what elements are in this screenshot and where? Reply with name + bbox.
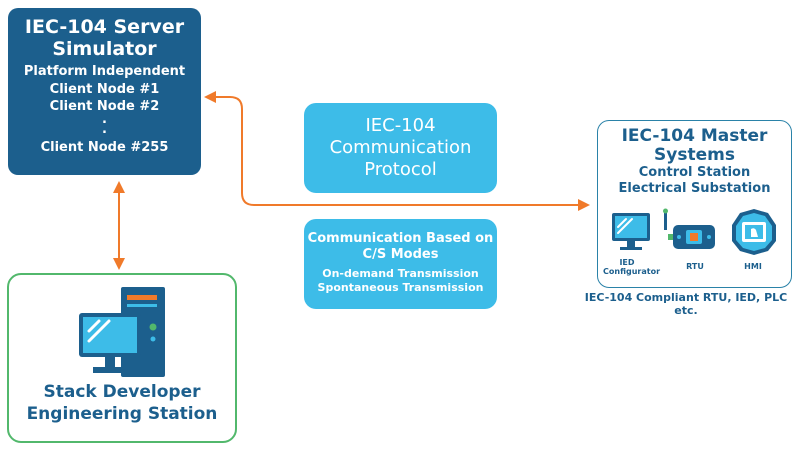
developer-line1: Stack Developer (43, 382, 201, 402)
hmi-label: HMI (744, 262, 762, 271)
developer-line2: Engineering Station (26, 404, 218, 424)
modes-line4: Spontaneous Transmission (317, 281, 484, 294)
client-node-2: Client Node #2 (49, 99, 160, 114)
server-title-line2: Simulator (52, 38, 157, 60)
modes-box: Communication Based on C/S Modes On-dema… (304, 219, 497, 309)
protocol-line1: IEC-104 (365, 115, 436, 136)
compliant-devices-caption: IEC-104 Compliant RTU, IED, PLC etc. (584, 291, 788, 317)
developer-station-box: Stack Developer Engineering Station (7, 273, 237, 443)
monitor-icon (79, 313, 141, 373)
bidirectional-arrow-icon (204, 91, 590, 211)
hmi-panel-icon (732, 209, 776, 255)
ellipsis-dot: . (102, 112, 107, 127)
bidirectional-arrow-icon (113, 181, 125, 270)
server-title-line1: IEC-104 Server (24, 16, 185, 38)
computer-icon (79, 287, 165, 377)
rtu-label: RTU (686, 262, 704, 271)
master-systems-box: IEC-104 Master Systems Control Station E… (597, 120, 792, 288)
server-subtitle: Platform Independent (23, 64, 186, 79)
developer-station-label: Stack Developer Engineering Station (9, 381, 235, 425)
rtu-device-icon (663, 208, 715, 249)
ied-label-line1: IED (619, 258, 635, 267)
master-sub-electrical-substation: Electrical Substation (618, 181, 771, 196)
protocol-line2: Communication (329, 137, 472, 158)
client-node-1: Client Node #1 (49, 82, 160, 97)
modes-line3: On-demand Transmission (322, 267, 479, 280)
modes-line1: Communication Based on (307, 231, 494, 246)
protocol-line3: Protocol (364, 159, 437, 180)
master-sub-control-station: Control Station (638, 165, 751, 180)
client-node-255: Client Node #255 (40, 140, 169, 155)
master-title-line2: Systems (654, 145, 735, 165)
modes-line2: C/S Modes (362, 247, 439, 262)
ied-label: IED Configurator (603, 258, 661, 276)
ied-label-line2: Configurator (603, 267, 661, 276)
server-simulator-box: IEC-104 Server Simulator Platform Indepe… (8, 8, 201, 175)
protocol-box: IEC-104 Communication Protocol (304, 103, 497, 193)
master-devices-icons (612, 208, 776, 255)
ellipsis-dot: . (102, 122, 107, 137)
monitor-icon (612, 213, 650, 250)
master-title-line1: IEC-104 Master (621, 126, 768, 146)
